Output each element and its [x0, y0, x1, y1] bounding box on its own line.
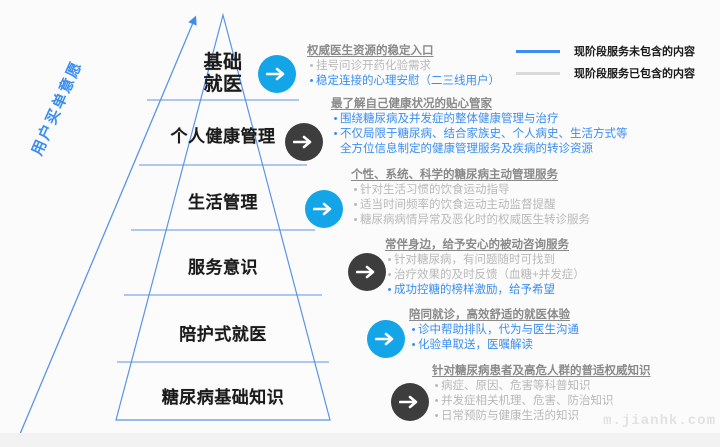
bullet-dot-icon: •	[434, 395, 439, 407]
content-block-6-bullet-3: • 日常预防与健康生活的知识	[432, 409, 651, 424]
tier-2-arrow-icon	[285, 123, 323, 161]
content-block-6: 针对糖尿病患者及高危人群的普适权威知识 • 病症、原因、危害等科普知识 • 并发…	[432, 364, 651, 424]
content-block-2-bullet-2-continued: 全方位信息制定的健康管理服务及疾病的转诊资源	[340, 143, 593, 155]
content-block-2-heading: 最了解自己健康状况的贴心管家	[331, 98, 492, 110]
bullet-dot-icon: •	[411, 339, 416, 351]
pyramid-tier-2-label: 个人健康管理	[170, 127, 276, 146]
bullet-dot-icon: •	[434, 410, 439, 422]
legend-item-included: 现阶段服务已包含的内容	[516, 62, 695, 84]
content-block-2-bullet-2: • 不仅局限于糖尿病、结合家族史、个人病史、生活方式等	[331, 127, 628, 142]
bullet-text: 针对糖尿病，有问题随时可找到	[394, 254, 555, 266]
legend-item-not-included: 现阶段服务未包含的内容	[516, 40, 695, 62]
bullet-dot-icon: •	[333, 113, 338, 125]
content-block-4-bullet-3: • 成功控糖的榜样激励，给予希望	[385, 283, 585, 298]
willingness-axis-arrow	[19, 15, 197, 435]
bullet-dot-icon: •	[353, 199, 358, 211]
content-block-2: 最了解自己健康状况的贴心管家 • 围绕糖尿病及并发症的整体健康管理与治疗 • 不…	[331, 97, 628, 157]
tier-6-arrow-icon	[391, 383, 429, 421]
tier-1-arrow-icon	[258, 55, 296, 93]
pyramid-tier-6-label: 糖尿病基础知识	[161, 388, 285, 407]
pyramid-tier-3-label: 生活管理	[188, 193, 258, 212]
pyramid-tier-1-label: 基础 就医	[203, 52, 242, 96]
pyramid-outline	[115, 12, 331, 421]
bullet-dot-icon: •	[434, 380, 439, 392]
bullet-text: 治疗效果的及时反馈（血糖+并发症）	[394, 269, 585, 281]
content-block-1-bullet-1: • 挂号问诊开药化验需求	[307, 59, 500, 74]
tier-4-arrow-icon	[348, 253, 386, 291]
content-block-6-bullet-2: • 并发症相关机理、危害、防治知识	[432, 394, 651, 409]
bullet-text: 病症、原因、危害等科普知识	[441, 380, 591, 392]
legend-swatch-gray-icon	[516, 71, 560, 75]
pyramid-tier-1-line1: 基础	[203, 52, 243, 73]
bullet-text: 适当时间频率的饮食运动主动监督提醒	[360, 199, 556, 211]
bottom-strip	[0, 433, 720, 447]
content-block-3-bullet-2: • 适当时间频率的饮食运动主动监督提醒	[351, 198, 590, 213]
bullet-text: 并发症相关机理、危害、防治知识	[441, 395, 614, 407]
content-block-6-bullet-1: • 病症、原因、危害等科普知识	[432, 379, 651, 394]
bullet-dot-icon: •	[309, 75, 314, 87]
content-block-3-bullet-3: • 糖尿病病情异常及恶化时的权威医生转诊服务	[351, 213, 590, 228]
content-block-4-bullet-2: • 治疗效果的及时反馈（血糖+并发症）	[385, 268, 585, 283]
legend-label: 现阶段服务已包含的内容	[574, 68, 695, 80]
bullet-dot-icon: •	[387, 284, 392, 296]
bullet-dot-icon: •	[309, 60, 314, 72]
legend: 现阶段服务未包含的内容 现阶段服务已包含的内容	[516, 40, 695, 84]
pyramid-tier-5-label: 陪护式就医	[179, 325, 267, 344]
watermark: m.jianhk.com	[603, 413, 716, 429]
bullet-dot-icon: •	[333, 128, 338, 140]
content-block-3-heading: 个性、系统、科学的糖尿病主动管理服务	[351, 169, 558, 181]
content-block-3: 个性、系统、科学的糖尿病主动管理服务 • 针对生活习惯的饮食运动指导 • 适当时…	[351, 168, 590, 228]
content-block-1-heading: 权威医生资源的稳定入口	[307, 45, 434, 57]
bullet-text: 围绕糖尿病及并发症的整体健康管理与治疗	[340, 113, 559, 125]
content-block-4: 常伴身边，给予安心的被动咨询服务 • 针对糖尿病，有问题随时可找到 • 治疗效果…	[385, 238, 585, 298]
bullet-dot-icon: •	[387, 254, 392, 266]
tier-3-arrow-icon	[305, 190, 343, 228]
bullet-text: 日常预防与健康生活的知识	[441, 410, 579, 422]
content-block-1-bullet-2: • 稳定连接的心理安慰（二三线用户）	[307, 74, 500, 89]
content-block-5-bullet-2: • 化验单取送，医嘱解读	[409, 338, 579, 353]
bullet-text: 挂号问诊开药化验需求	[316, 60, 431, 72]
bullet-text: 成功控糖的榜样激励，给予希望	[394, 284, 555, 296]
bullet-text: 诊中帮助排队，代为与医生沟通	[418, 324, 579, 336]
tier-5-arrow-icon	[367, 320, 405, 358]
content-block-6-heading: 针对糖尿病患者及高危人群的普适权威知识	[432, 365, 651, 377]
bullet-dot-icon: •	[387, 269, 392, 281]
bullet-text: 化验单取送，医嘱解读	[418, 339, 533, 351]
legend-swatch-blue-icon	[516, 49, 560, 53]
bullet-text: 不仅局限于糖尿病、结合家族史、个人病史、生活方式等	[340, 128, 628, 140]
content-block-3-bullet-1: • 针对生活习惯的饮食运动指导	[351, 183, 590, 198]
legend-label: 现阶段服务未包含的内容	[574, 46, 695, 58]
bullet-text: 糖尿病病情异常及恶化时的权威医生转诊服务	[360, 214, 590, 226]
content-block-2-bullet-1: • 围绕糖尿病及并发症的整体健康管理与治疗	[331, 112, 628, 127]
bullet-dot-icon: •	[353, 214, 358, 226]
content-block-1: 权威医生资源的稳定入口 • 挂号问诊开药化验需求 • 稳定连接的心理安慰（二三线…	[307, 44, 500, 89]
bullet-dot-icon: •	[411, 324, 416, 336]
pyramid-tier-4-label: 服务意识	[188, 258, 258, 277]
bullet-dot-icon: •	[353, 184, 358, 196]
bullet-text: 稳定连接的心理安慰（二三线用户）	[316, 75, 500, 87]
pyramid-tier-1-line2: 就医	[203, 74, 243, 95]
content-block-4-bullet-1: • 针对糖尿病，有问题随时可找到	[385, 253, 585, 268]
content-block-5: 陪同就诊，高效舒适的就医体验 • 诊中帮助排队，代为与医生沟通 • 化验单取送，…	[409, 308, 579, 353]
bullet-text: 针对生活习惯的饮食运动指导	[360, 184, 510, 196]
content-block-4-heading: 常伴身边，给予安心的被动咨询服务	[385, 239, 569, 251]
content-block-5-bullet-1: • 诊中帮助排队，代为与医生沟通	[409, 323, 579, 338]
content-block-5-heading: 陪同就诊，高效舒适的就医体验	[409, 309, 570, 321]
